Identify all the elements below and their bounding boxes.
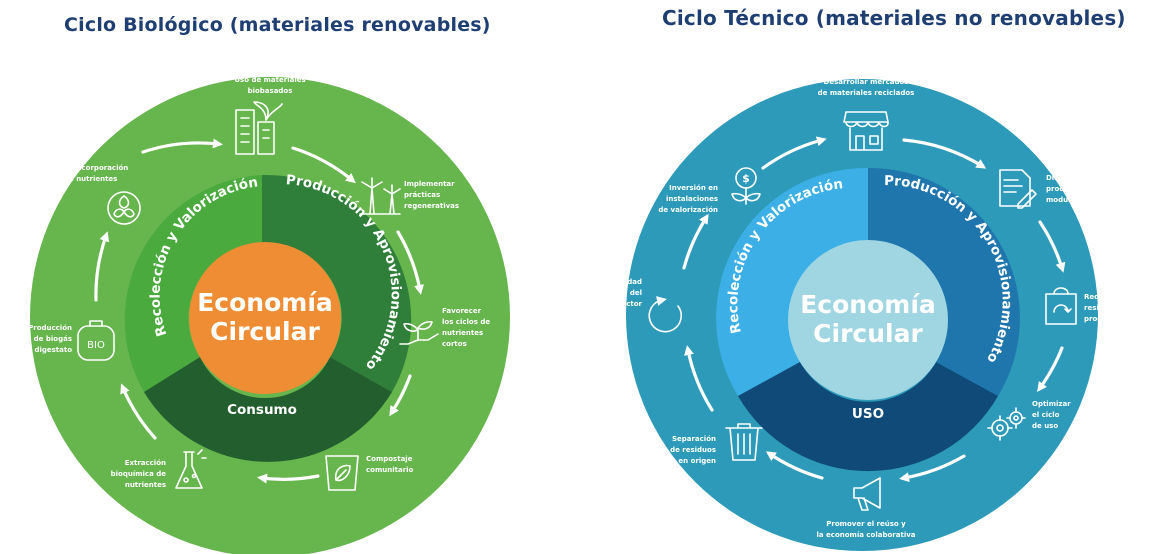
bio-step-label-line: Favorecer (442, 307, 482, 315)
bio-step-label-line: Implementar (404, 180, 455, 188)
bio-step-label-line: nutrientes (442, 329, 483, 337)
tec-step-label-line: Productor (603, 300, 643, 308)
compost-bag-icon (325, 455, 359, 491)
tec-step-promover: Promover el reúso y la economía colabora… (816, 477, 916, 539)
trash-bin-icon (725, 423, 763, 461)
cycle-arrow-icon (648, 296, 683, 333)
tec-step-label-line: procesos (1084, 315, 1119, 323)
tec-step-label-line: de valorización (658, 206, 718, 214)
bio-step-label-line: Compostaje (366, 455, 413, 463)
tec-center-circle (788, 240, 948, 400)
tec-diagram: Economía Circular Recolección y Valoriza… (577, 78, 1130, 551)
megaphone-icon (853, 477, 881, 511)
tec-step-label-line: en origen (678, 457, 716, 465)
tec-segment-bottom (738, 362, 998, 472)
tec-step-label-line: de materiales reciclados (818, 89, 915, 97)
bio-step-label-line: comunitario (366, 466, 414, 474)
tec-segment-right (868, 167, 1020, 396)
tec-cycle-title: Ciclo Técnico (materiales no renovables) (662, 6, 1126, 30)
sprout-hand-icon (399, 320, 439, 345)
bio-step-label-line: y digestato (27, 346, 72, 354)
bio-step-uso-materiales: Uso de materiales biobasados (234, 76, 306, 155)
bio-center-circle (189, 242, 341, 394)
bio-step-compostaje: Compostaje comunitario (325, 455, 414, 491)
document-pencil-icon (999, 169, 1037, 209)
tec-step-label-line: el ciclo (1032, 411, 1060, 419)
bio-step-practicas: Implementar prácticas regenerativas (359, 177, 459, 215)
bio-cycle-arrows (94, 138, 424, 484)
tec-step-mercados: Desarrollar mercados de materiales recic… (818, 78, 915, 151)
bio-center-line-2: Circular (210, 317, 320, 346)
tec-center-line-2: Circular (813, 319, 923, 348)
tec-step-label-line: Diseñar (1046, 174, 1077, 182)
bio-step-label-line: de biogás (34, 335, 72, 343)
tec-step-label-line: Reducir (1084, 293, 1115, 301)
bio-step-label-line: Reincorporación (64, 164, 128, 172)
tec-step-label-line: modulares (1046, 196, 1088, 204)
bio-step-label-line: Producción (28, 324, 72, 332)
tec-step-disenar: Diseñar productos modulares (999, 169, 1088, 209)
tec-step-label-line: residuos de (1084, 304, 1130, 312)
tec-step-label-line: Inversión en (669, 184, 718, 192)
tec-step-responsabilidad: Responsabilidad Extendida del Productor (577, 278, 683, 333)
bio-step-label-line: Extracción (125, 459, 166, 467)
bio-step-label-line: los ciclos de (442, 318, 490, 326)
tec-step-label-line: instalaciones (666, 195, 718, 203)
bio-segment-right (262, 174, 412, 392)
tec-step-label-line: Extendida del (588, 289, 642, 297)
tec-step-optimizar: Optimizar el ciclo de uso (987, 400, 1071, 441)
svg-text:BIO: BIO (87, 340, 105, 351)
bio-segment-bottom (144, 357, 392, 462)
bio-center-line-1: Economía (197, 288, 333, 317)
tec-step-label-line: la economía colaborativa (816, 531, 915, 539)
gears-icon (987, 407, 1026, 441)
tec-center-line-1: Economía (800, 290, 936, 319)
bio-step-reincorporacion: Reincorporación de nutrientes (64, 164, 141, 225)
storefront-icon (843, 111, 889, 151)
tec-step-label-line: productos (1046, 185, 1086, 193)
tec-step-label-line: Separación (672, 435, 716, 443)
bio-step-label-line: regenerativas (404, 202, 459, 210)
tec-step-inversion: Inversión en instalaciones de valorizaci… (658, 167, 761, 214)
bio-cycle-title: Ciclo Biológico (materiales renovables) (64, 14, 491, 36)
recycle-bag-icon (1045, 287, 1077, 325)
bio-step-label-line: biobasados (248, 87, 293, 95)
tec-cycle-arrows (682, 136, 1066, 483)
tec-step-label-line: Promover el reúso y (826, 520, 906, 528)
bio-step-label-line: cortos (442, 340, 467, 348)
tec-step-label-line: Optimizar (1032, 400, 1071, 408)
bio-segment-left (124, 175, 262, 392)
building-leaf-icon (235, 101, 283, 155)
bio-step-label-line: prácticas (404, 191, 440, 199)
tec-step-label-line: de residuos (670, 446, 716, 454)
svg-text:$: $ (742, 172, 750, 185)
tec-step-label-line: Responsabilidad (577, 278, 642, 286)
bio-step-label-line: Uso de materiales (234, 76, 305, 84)
tec-step-label-line: de uso (1032, 422, 1058, 430)
bio-segment-bottom-label: Consumo (227, 402, 297, 418)
flask-icon (175, 449, 207, 489)
tec-step-separacion: Separación de residuos en origen (670, 423, 763, 465)
tec-step-label-line: Desarrollar mercados (824, 78, 909, 86)
money-plant-icon: $ (731, 167, 761, 205)
bio-step-ciclos-cortos: Favorecer los ciclos de nutrientes corto… (399, 307, 490, 348)
bio-tank-icon: BIO (77, 320, 115, 361)
bio-diagram: Economía Circular Recolección y Valoriza… (27, 76, 510, 554)
bio-step-label-line: bioquímica de (111, 470, 167, 478)
bio-step-label-line: nutrientes (125, 481, 166, 489)
tec-segment-left (716, 167, 868, 396)
tec-step-reducir: Reducir residuos de procesos (1045, 287, 1130, 325)
leaf-cycle-icon (107, 191, 141, 225)
bio-step-extraccion: Extracción bioquímica de nutrientes (111, 449, 207, 489)
tec-segment-bottom-label: USO (852, 406, 884, 422)
bio-step-biogas: Producción de biogás y digestato BIO (27, 320, 115, 361)
wind-turbines-icon (359, 177, 401, 215)
bio-step-label-line: de nutrientes (64, 175, 117, 183)
